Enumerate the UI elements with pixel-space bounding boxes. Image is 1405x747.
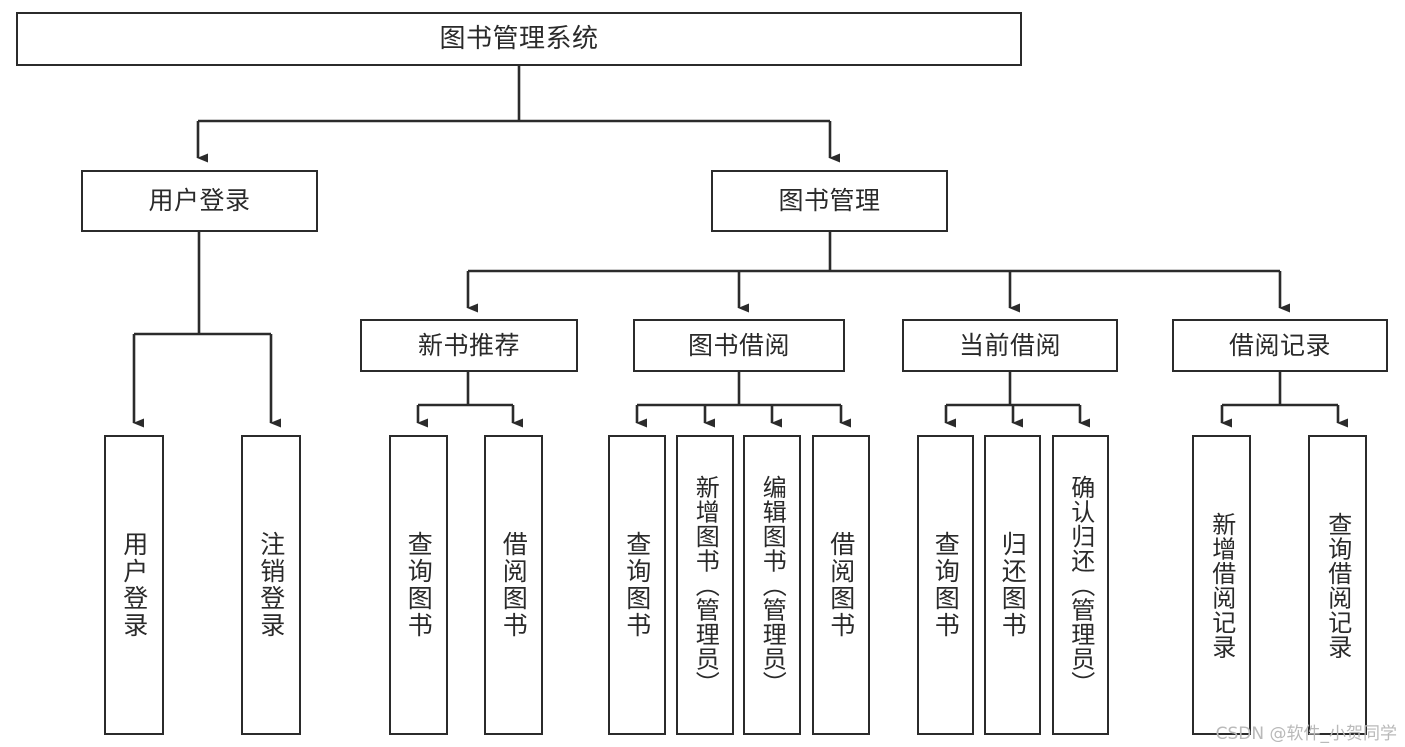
node-label: 新书推荐	[417, 330, 520, 360]
node-label: 借阅记录	[1228, 330, 1331, 360]
leaf-borrow-record-query[interactable]: 查询借阅记录	[1308, 435, 1367, 735]
leaf-book-borrow-borrow[interactable]: 借阅图书	[812, 435, 870, 735]
node-label: 借阅图书	[499, 531, 529, 639]
node-label: 查询图书	[404, 531, 434, 639]
leaf-borrow-record-add[interactable]: 新增借阅记录	[1192, 435, 1251, 735]
leaf-user-login-logout[interactable]: 注销登录	[241, 435, 301, 735]
node-label: 当前借阅	[958, 330, 1061, 360]
node-label: 编辑图书（管理员）	[758, 474, 787, 696]
node-new-book-recommend[interactable]: 新书推荐	[360, 319, 578, 372]
leaf-new-book-borrow[interactable]: 借阅图书	[484, 435, 543, 735]
node-borrow-record[interactable]: 借阅记录	[1172, 319, 1388, 372]
node-book-borrow[interactable]: 图书借阅	[633, 319, 845, 372]
node-label: 注销登录	[256, 531, 286, 639]
leaf-user-login-login[interactable]: 用户登录	[104, 435, 164, 735]
node-label: 用户登录	[148, 186, 251, 216]
node-label: 新增图书（管理员）	[691, 474, 720, 696]
leaf-current-borrow-query[interactable]: 查询图书	[917, 435, 974, 735]
node-label: 图书管理系统	[439, 23, 599, 54]
node-label: 确认归还（管理员）	[1066, 474, 1095, 696]
node-label: 查询图书	[931, 531, 961, 639]
leaf-book-borrow-query[interactable]: 查询图书	[608, 435, 666, 735]
leaf-new-book-query[interactable]: 查询图书	[389, 435, 448, 735]
node-label: 查询图书	[622, 531, 652, 639]
leaf-book-borrow-add-admin[interactable]: 新增图书（管理员）	[676, 435, 734, 735]
node-label: 查询借阅记录	[1323, 511, 1352, 659]
node-label: 新增借阅记录	[1207, 511, 1236, 659]
node-root-book-management-system[interactable]: 图书管理系统	[16, 12, 1022, 66]
node-label: 用户登录	[119, 531, 149, 639]
node-label: 借阅图书	[826, 531, 856, 639]
node-user-login[interactable]: 用户登录	[81, 170, 318, 232]
leaf-current-borrow-confirm-admin[interactable]: 确认归还（管理员）	[1052, 435, 1109, 735]
node-label: 归还图书	[998, 531, 1028, 639]
node-current-borrow[interactable]: 当前借阅	[902, 319, 1118, 372]
leaf-book-borrow-edit-admin[interactable]: 编辑图书（管理员）	[743, 435, 801, 735]
node-label: 图书借阅	[687, 330, 790, 360]
leaf-current-borrow-return[interactable]: 归还图书	[984, 435, 1041, 735]
node-book-management[interactable]: 图书管理	[711, 170, 948, 232]
csdn-watermark: CSDN @软件_小贺同学	[1215, 724, 1397, 744]
node-label: 图书管理	[778, 186, 881, 216]
